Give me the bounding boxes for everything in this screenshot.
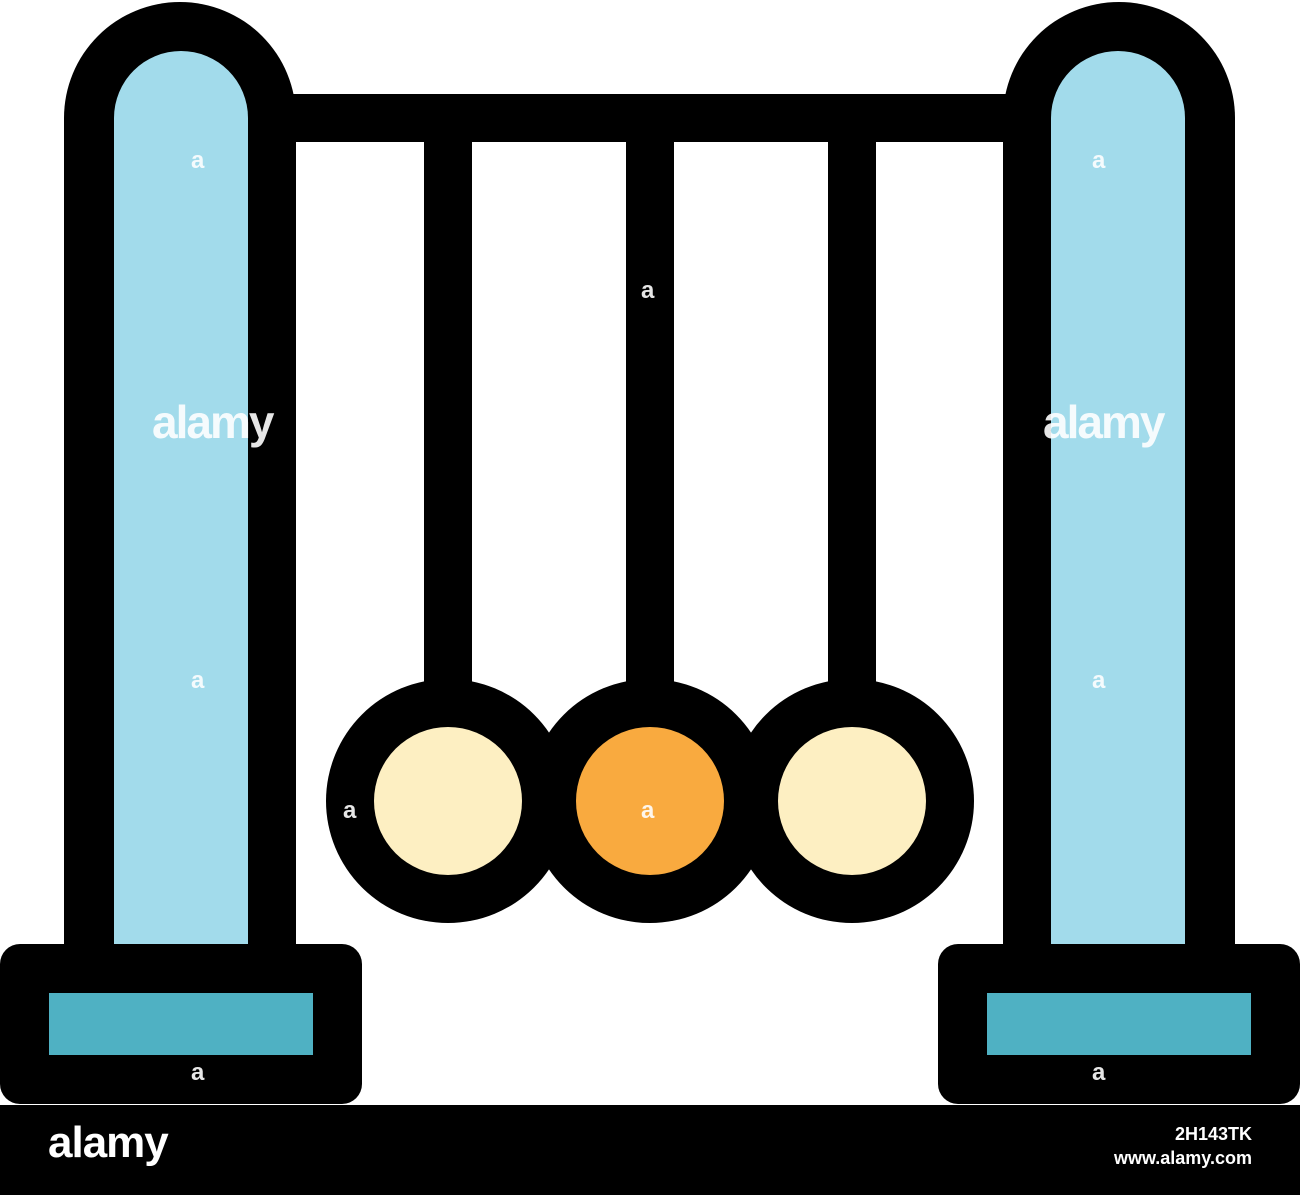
ball-left <box>326 679 570 923</box>
watermark-text: alamy <box>152 396 275 448</box>
watermark-text: a <box>1092 667 1106 694</box>
string-left <box>424 142 472 698</box>
image-id-block: 2H143TK www.alamy.com <box>1114 1122 1252 1171</box>
right-base <box>938 944 1300 1104</box>
right-pillar <box>1003 2 1235 968</box>
watermark-text: a <box>641 797 655 824</box>
site-url: www.alamy.com <box>1113 1148 1252 1169</box>
watermark-text: a <box>1092 147 1106 174</box>
newtons-cradle-icon: alamy alamy a a a a a a a a a <box>0 2 1300 1104</box>
string-right <box>828 142 876 698</box>
ball-center <box>528 679 772 923</box>
watermark-text: alamy <box>1043 396 1166 448</box>
ball-right <box>730 679 974 923</box>
crossbeam <box>276 94 1024 142</box>
watermark-text: a <box>191 667 205 694</box>
watermark-text: a <box>191 1059 205 1086</box>
watermark-text: a <box>641 277 655 304</box>
watermark-text: a <box>191 147 205 174</box>
watermark-text: a <box>1092 1059 1106 1086</box>
watermark-text: a <box>343 797 357 824</box>
alamy-logo: alamy <box>48 1118 169 1167</box>
left-base <box>0 944 362 1104</box>
image-id: 2H143TK <box>1174 1124 1252 1144</box>
string-center <box>626 142 674 698</box>
left-pillar <box>64 2 296 968</box>
footer-bar <box>0 1105 1300 1195</box>
